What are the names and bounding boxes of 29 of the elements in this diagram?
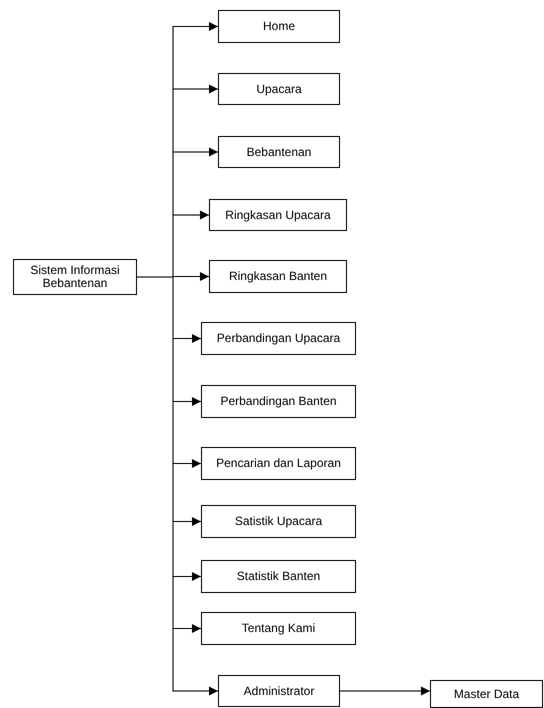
box-label: Bebantenan — [246, 146, 312, 158]
box-label: Perbandingan Upacara — [216, 332, 340, 345]
box-label: Statistik Banten — [236, 570, 320, 583]
box-label: Ringkasan Upacara — [225, 208, 331, 222]
menu-box — [201, 322, 356, 355]
menu-box — [209, 199, 347, 231]
menu-box — [201, 560, 356, 593]
root-box — [13, 259, 137, 295]
menu-box — [218, 675, 340, 707]
menu-box — [209, 260, 347, 293]
menu-box — [218, 136, 340, 168]
connector-arrow — [340, 686, 430, 696]
box-label: Perbandingan Banten — [220, 395, 337, 408]
box-label: Upacara — [256, 82, 302, 96]
menu-box — [201, 505, 356, 538]
box-label: Home — [262, 20, 295, 33]
menu-box — [430, 680, 543, 708]
box-label: Tentang Kami — [242, 622, 316, 635]
menu-box — [201, 447, 356, 480]
menu-box — [218, 73, 340, 105]
box-label: Master Data — [454, 688, 520, 700]
menu-box — [201, 385, 356, 418]
box-label: Satistik Upacara — [234, 515, 322, 528]
box-label: Sistem Informasi Bebantenan — [29, 264, 121, 290]
box-label: Administrator — [244, 684, 314, 698]
box-label: Pencarian dan Laporan — [216, 457, 341, 470]
menu-box — [201, 612, 356, 645]
box-label: Ringkasan Banten — [228, 270, 328, 283]
menu-box — [218, 10, 340, 43]
